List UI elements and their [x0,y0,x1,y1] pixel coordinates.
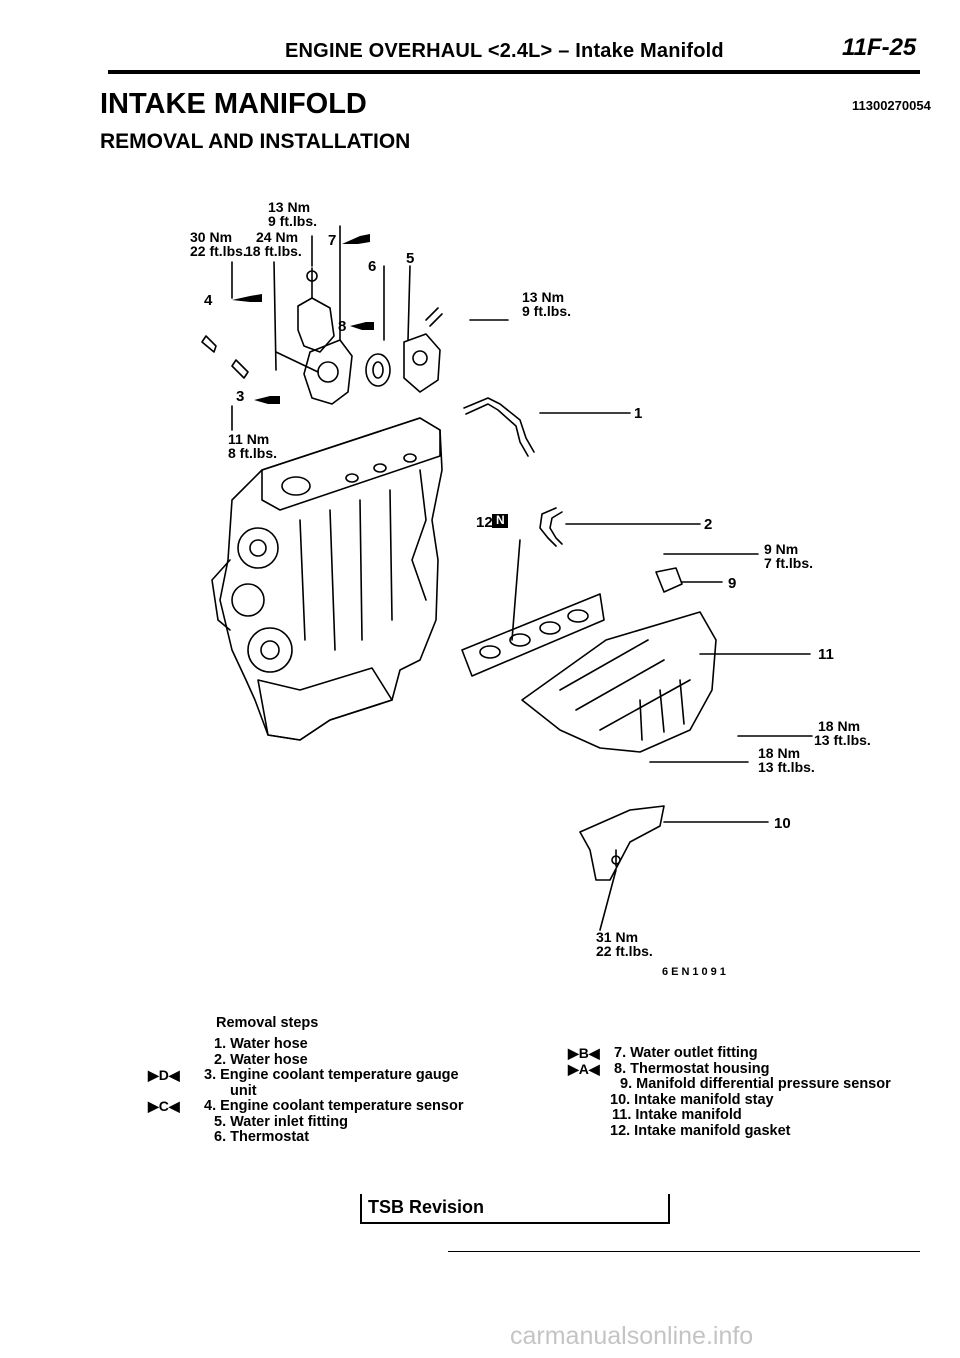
list-item: 11. Intake manifold [612,1107,742,1123]
footer-rule [448,1251,920,1252]
part-number-7: 7 [328,232,337,249]
part-number-9: 9 [728,575,737,592]
new-part-marker-box [492,514,508,528]
torque-label-18nm-b: 18 Nm [758,745,801,761]
torque-label-22ft: 22 ft.lbs. [190,243,247,259]
water-hose-1 [463,397,535,453]
watermark: carmanualsonline.info [510,1322,754,1350]
torque-label-24nm: 24 Nm [256,229,299,245]
torque-label-18nm-a: 18 Nm [818,718,861,734]
header-title: ENGINE OVERHAUL <2.4L> – Intake Manifold [285,40,724,62]
water-inlet-fitting [403,333,441,393]
part-number-3: 3 [236,388,245,405]
new-part-marker-letter: N [496,513,505,527]
thermostat-housing [303,339,353,405]
removal-steps-heading: Removal steps [216,1015,319,1031]
list-item: unit [230,1082,257,1099]
torque-label-13ft-b: 13 ft.lbs. [758,759,815,775]
oil-pan [257,667,393,741]
list-item: ▶B◀7. Water outlet fitting [568,1045,758,1061]
torque-label-right-nm: 13 Nm [522,289,565,305]
torque-label-8ft: 8 ft.lbs. [228,445,278,461]
header-rule [108,70,920,74]
tsb-revision-box [360,1194,670,1224]
section-title: INTAKE MANIFOLD [100,88,367,120]
section-code: 11300270054 [852,98,931,113]
coolant-temperature-gauge-unit [231,359,249,379]
torque-label-top-nm: 13 Nm [268,199,311,215]
thermostat [365,353,391,387]
list-item: 6. Thermostat [214,1129,310,1145]
intake-manifold-gasket [461,593,605,677]
part-number-8: 8 [338,318,347,335]
coolant-temperature-sensor [201,335,217,353]
part-number-10: 10 [774,815,791,832]
torque-label-31nm: 31 Nm [596,929,639,945]
list-item: 1. Water hose [214,1036,308,1052]
water-outlet-fitting [297,297,335,353]
list-item: ▶D◀3. Engine coolant temperature gauge [148,1067,459,1083]
torque-label-top-ft: 9 ft.lbs. [268,213,318,229]
part-number-6: 6 [368,258,377,275]
torque-label-11nm: 11 Nm [228,431,270,447]
page-number: 11F-25 [842,34,917,61]
pressure-sensor [655,567,683,593]
figure-code: 6EN1091 [662,966,729,978]
part-number-11: 11 [818,646,834,663]
intake-manifold-stay [579,805,665,881]
list-item: 9. Manifold differential pressure sensor [620,1076,891,1092]
part-number-4: 4 [204,292,213,309]
torque-label-13ft-a: 13 ft.lbs. [814,732,871,748]
water-hose-2 [539,507,557,547]
part-number-12: 12 [476,514,493,531]
list-item: 10. Intake manifold stay [610,1091,774,1108]
list-item: 5. Water inlet fitting [214,1113,348,1130]
torque-label-18ft: 18 ft.lbs. [245,243,302,259]
part-number-1: 1 [634,405,643,422]
list-item: 12. Intake manifold gasket [610,1122,791,1139]
tsb-revision-label: TSB Revision [368,1197,485,1217]
part-number-5: 5 [406,250,415,267]
torque-label-22ft-bottom: 22 ft.lbs. [596,943,653,959]
intake-manifold [521,611,717,753]
torque-label-right-ft: 9 ft.lbs. [522,303,572,319]
list-item: ▶A◀8. Thermostat housing [568,1060,770,1077]
section-subtitle: REMOVAL AND INSTALLATION [100,130,411,153]
list-item: 2. Water hose [214,1051,308,1068]
removal-steps-left: 1. Water hose 2. Water hose ▶D◀3. Engine… [148,1036,508,1146]
part-number-2: 2 [704,516,713,533]
torque-label-7ft: 7 ft.lbs. [764,555,814,571]
cylinder-head-cover [261,417,441,511]
torque-label-9nm: 9 Nm [764,541,799,557]
list-item: ▶C◀4. Engine coolant temperature sensor [148,1098,464,1114]
torque-label-30nm: 30 Nm [190,229,233,245]
removal-steps-right: ▶B◀7. Water outlet fitting ▶A◀8. Thermos… [568,1045,920,1139]
